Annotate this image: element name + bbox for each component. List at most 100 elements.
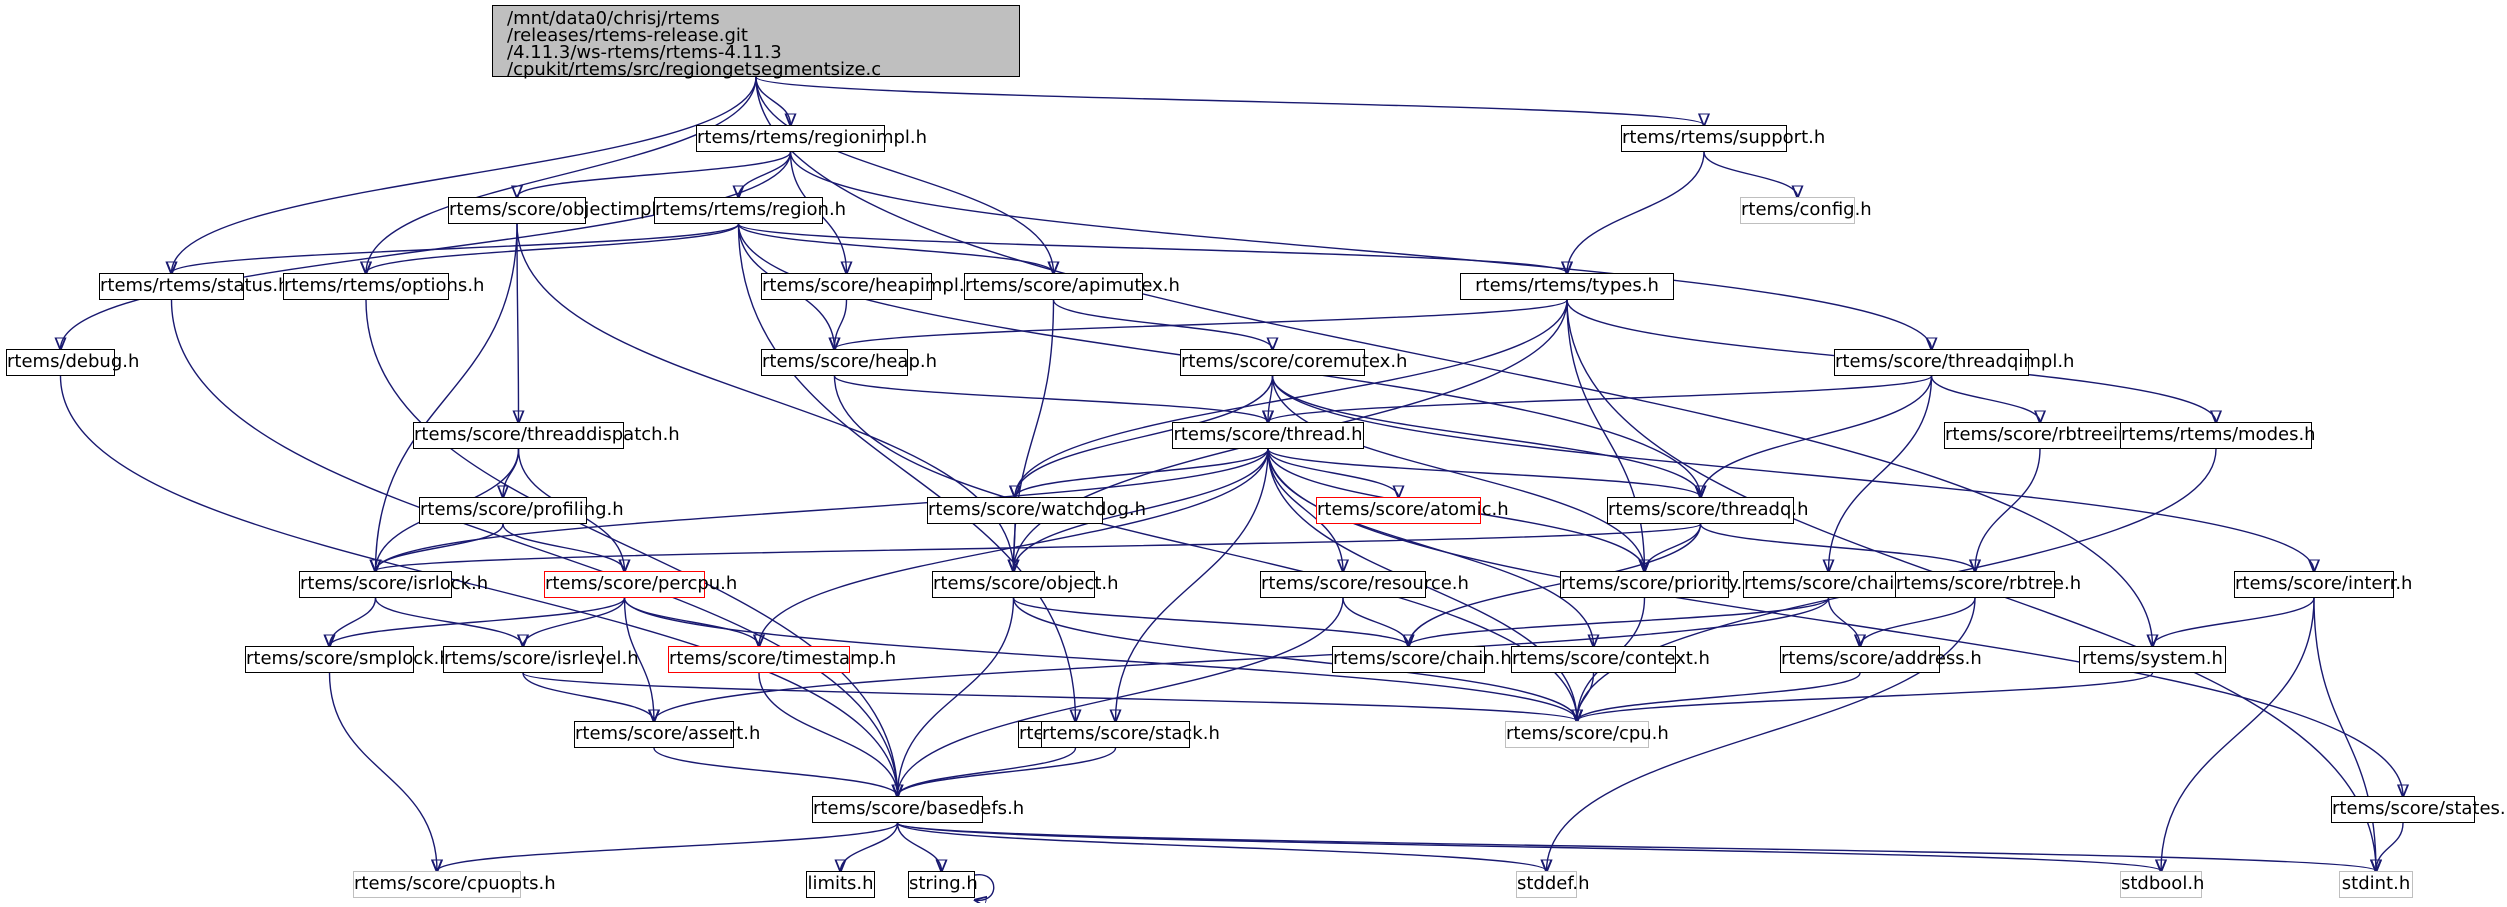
graph-node-rbtreeimpl[interactable]: rtems/score/rbtreeimpl.h — [1944, 422, 2169, 449]
graph-node-resource[interactable]: rtems/score/resource.h — [1260, 571, 1469, 598]
edge-chainimpl-to-chain — [1409, 597, 1830, 646]
edge-types-to-watchdog — [1015, 299, 1568, 497]
graph-node-basedefs[interactable]: rtems/score/basedefs.h — [812, 796, 1024, 823]
edge-percpu-to-cpu — [623, 597, 1578, 721]
edge-types-to-heap — [835, 299, 1568, 349]
graph-node-limits[interactable]: limits.h — [806, 871, 875, 898]
graph-node-interr[interactable]: rtems/score/interr.h — [2234, 571, 2412, 598]
graph-node-string[interactable]: string.h — [908, 871, 978, 898]
edge-objectimpl-to-isrlock — [376, 223, 518, 571]
edge-interr-to-stdint — [2313, 597, 2376, 871]
graph-node-address[interactable]: rtems/score/address.h — [1780, 646, 1982, 673]
edge-root-to-options — [366, 76, 757, 273]
graph-node-timestamp[interactable]: rtems/score/timestamp.h — [668, 646, 896, 673]
edge-heapimpl-to-heap — [835, 299, 848, 349]
edge-interr-to-stdbool — [2161, 597, 2315, 871]
edge-states-to-stdint — [2376, 822, 2404, 871]
edge-assert-to-basedefs — [653, 747, 898, 796]
edge-thread-to-isrlock — [376, 448, 1269, 571]
edge-stack-to-basedefs — [898, 747, 1117, 796]
graph-node-apimutex[interactable]: rtems/score/apimutex.h — [964, 273, 1180, 300]
edge-thread-to-resource — [1267, 448, 1343, 571]
graph-node-threadq[interactable]: rtems/score/threadq.h — [1607, 497, 1809, 524]
edge-status-to-basedefs — [170, 299, 898, 796]
edge-region-to-apimutex — [737, 223, 1054, 273]
edge-coremutex-to-watchdog — [1015, 375, 1274, 497]
graph-node-isrlock[interactable]: rtems/score/isrlock.h — [299, 571, 488, 598]
graph-node-region[interactable]: rtems/rtems/region.h — [654, 197, 846, 224]
graph-node-stddef: stddef.h — [1516, 871, 1590, 898]
graph-node-thread[interactable]: rtems/score/thread.h — [1172, 422, 1364, 449]
graph-node-isrlevel[interactable]: rtems/score/isrlevel.h — [443, 646, 639, 673]
graph-node-watchdog[interactable]: rtems/score/watchdog.h — [927, 497, 1146, 524]
graph-node-threadqimpl[interactable]: rtems/score/threadqimpl.h — [1834, 349, 2074, 376]
graph-node-stack[interactable]: rtems/score/stack.h — [1041, 721, 1220, 748]
graph-node-heap[interactable]: rtems/score/heap.h — [761, 349, 937, 376]
edge-basedefs-to-string — [896, 822, 942, 871]
graph-node-support[interactable]: rtems/rtems/support.h — [1621, 125, 1825, 152]
edge-threadq-to-chain — [1409, 523, 1702, 646]
graph-node-context[interactable]: rtems/score/context.h — [1511, 646, 1710, 673]
edge-root-to-system — [755, 76, 2153, 646]
edge-types-to-priority — [1566, 299, 1645, 571]
graph-node-stdbool: stdbool.h — [2120, 871, 2204, 898]
edge-basedefs-to-limits — [841, 822, 899, 871]
edge-percpu-to-smplock — [330, 597, 626, 646]
graph-node-object[interactable]: rtems/score/object.h — [932, 571, 1119, 598]
graph-node-atomic[interactable]: rtems/score/atomic.h — [1316, 497, 1509, 524]
edge-rbtree-to-stddef — [1547, 597, 1976, 871]
graph-node-heapimpl[interactable]: rtems/score/heapimpl.h — [761, 273, 976, 300]
edge-options-to-basedefs — [365, 299, 898, 796]
edge-coremutex-to-priority — [1271, 375, 1645, 571]
graph-node-states[interactable]: rtems/score/states.h — [2331, 796, 2507, 823]
edge-region-to-status — [172, 223, 740, 273]
edge-threadqimpl-to-thread — [1268, 375, 1933, 422]
graph-node-objectimpl[interactable]: rtems/score/objectimpl.h — [448, 197, 674, 224]
edge-thread-to-threadq — [1267, 448, 1701, 497]
edge-regionimpl-to-objectimpl — [517, 151, 792, 197]
graph-node-debug[interactable]: rtems/debug.h — [6, 349, 139, 376]
edge-coremutex-to-interr — [1271, 375, 2315, 571]
edge-objectimpl-to-threaddispatch — [517, 223, 519, 422]
edge-threaddispatch-to-profiling — [503, 448, 520, 497]
graph-node-assert[interactable]: rtems/score/assert.h — [574, 721, 760, 748]
graph-node-root[interactable]: /mnt/data0/chrisj/rtems /releases/rtems-… — [492, 5, 1020, 79]
graph-node-priority[interactable]: rtems/score/priority.h — [1560, 571, 1753, 598]
edge-heap-to-thread — [833, 375, 1269, 422]
edge-root-to-apimutex — [755, 76, 1054, 273]
edge-chainimpl-to-assert — [654, 597, 1830, 721]
edge-apimutex-to-coremutex — [1052, 299, 1273, 349]
edge-isrlock-to-smplock — [330, 597, 377, 646]
graph-node-chain[interactable]: rtems/score/chain.h — [1332, 646, 1512, 673]
graph-node-status[interactable]: rtems/rtems/status.h — [99, 273, 289, 300]
edge-thread-to-atomic — [1267, 448, 1399, 497]
graph-node-stdint: stdint.h — [2339, 871, 2413, 898]
graph-node-profiling[interactable]: rtems/score/profiling.h — [419, 497, 624, 524]
graph-node-chainimpl[interactable]: rtems/score/chainimpl.h — [1743, 571, 1962, 598]
graph-node-rbtree[interactable]: rtems/score/rbtree.h — [1895, 571, 2081, 598]
edge-region-to-attr — [737, 223, 1076, 721]
graph-node-cpuopts: rtems/score/cpuopts.h — [353, 871, 556, 898]
graph-node-types[interactable]: rtems/rtems/types.h — [1460, 273, 1674, 300]
edge-basedefs-to-stddef — [896, 822, 1547, 871]
graph-node-coremutex[interactable]: rtems/score/coremutex.h — [1180, 349, 1407, 376]
graph-node-modes[interactable]: rtems/rtems/modes.h — [2120, 422, 2316, 449]
edge-rbtreeimpl-to-rbtree — [1975, 448, 2041, 571]
graph-node-smplock[interactable]: rtems/score/smplock.h — [245, 646, 451, 673]
edge-address-to-cpu — [1577, 672, 1861, 721]
graph-node-threaddispatch[interactable]: rtems/score/threaddispatch.h — [413, 422, 680, 449]
edge-resource-to-basedefs — [898, 597, 1344, 796]
graph-node-options[interactable]: rtems/rtems/options.h — [283, 273, 484, 300]
edge-string-to-string — [975, 874, 995, 901]
edge-resource-to-chain — [1342, 597, 1409, 646]
edge-thread-to-watchdog — [1015, 448, 1269, 497]
edge-isrlevel-to-cpu — [522, 672, 1577, 721]
edge-support-to-types — [1567, 151, 1705, 273]
graph-node-percpu[interactable]: rtems/score/percpu.h — [544, 571, 737, 598]
graph-node-regionimpl[interactable]: rtems/rtems/regionimpl.h — [696, 125, 927, 152]
edge-basedefs-to-cpuopts — [437, 822, 899, 871]
edge-root-to-status — [172, 76, 757, 273]
graph-node-system[interactable]: rtems/system.h — [2079, 646, 2226, 673]
